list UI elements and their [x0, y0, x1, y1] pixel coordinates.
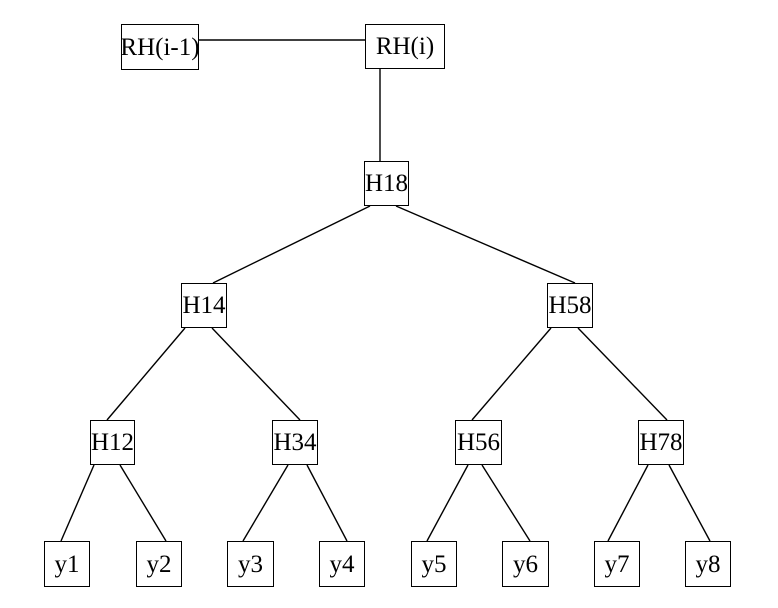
edge-h78-y8 [668, 464, 711, 542]
edge-h12-y1 [60, 464, 95, 542]
edge-h56-y5 [426, 464, 469, 542]
edge-h18-h14 [212, 205, 371, 284]
tree-node-h12: H12 [90, 420, 135, 465]
tree-node-y2: y2 [136, 541, 182, 587]
tree-node-y6: y6 [502, 541, 549, 587]
tree-node-h34: H34 [272, 420, 318, 465]
tree-node-h14: H14 [181, 283, 227, 328]
edge-h14-h12 [106, 327, 186, 421]
edge-h34-y4 [306, 464, 348, 542]
tree-node-h18: H18 [364, 161, 409, 206]
edge-h18-h58 [395, 205, 576, 284]
edge-h14-h34 [211, 327, 301, 421]
tree-node-rh-prev: RH(i-1) [120, 24, 200, 70]
edge-h34-y3 [242, 464, 289, 542]
edge-h58-h78 [577, 327, 668, 421]
edge-h78-y7 [607, 464, 649, 542]
tree-node-y1: y1 [44, 541, 90, 587]
edge-h12-y2 [119, 464, 167, 542]
tree-node-y5: y5 [411, 541, 457, 587]
tree-node-h56: H56 [455, 420, 502, 465]
tree-node-y4: y4 [319, 541, 365, 587]
edge-h56-y6 [481, 464, 531, 542]
tree-node-rh-i: RH(i) [365, 24, 445, 69]
edge-h58-h56 [471, 327, 552, 421]
tree-node-y3: y3 [227, 541, 274, 587]
tree-node-y7: y7 [594, 541, 640, 587]
tree-node-y8: y8 [685, 541, 731, 587]
tree-node-h58: H58 [547, 283, 593, 328]
tree-node-h78: H78 [638, 420, 684, 465]
